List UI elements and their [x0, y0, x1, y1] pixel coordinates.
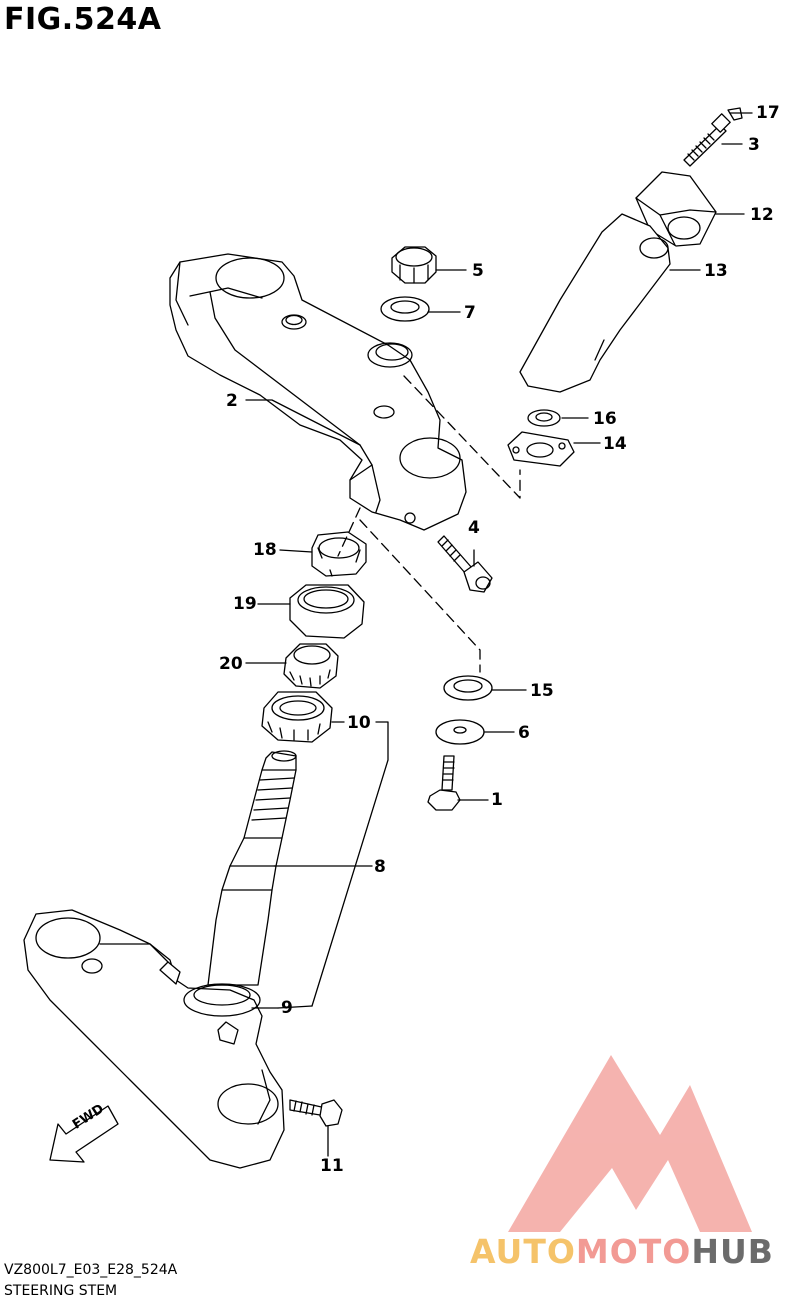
callout-17: 17 [756, 103, 780, 123]
callout-14: 14 [603, 434, 627, 454]
bearing-part-20 [283, 643, 339, 689]
clip-part-17 [727, 107, 743, 121]
callout-15: 15 [530, 681, 554, 701]
upper-bracket-part-2 [169, 253, 467, 531]
callout-4: 4 [468, 518, 480, 538]
callout-2: 2 [226, 391, 238, 411]
section-name: STEERING STEM [4, 1283, 118, 1299]
callout-19: 19 [233, 594, 257, 614]
washer-part-7 [380, 296, 430, 322]
callout-10: 10 [347, 713, 371, 733]
reference-lines [337, 375, 521, 673]
figure-title: FIG.524A [4, 2, 162, 37]
cover-part-13 [519, 213, 671, 393]
callout-20: 20 [219, 654, 243, 674]
lower-bracket [23, 909, 285, 1169]
seal-part-19 [289, 584, 365, 639]
callout-16: 16 [593, 409, 617, 429]
callout-3: 3 [748, 135, 760, 155]
bolt-part-4 [437, 535, 493, 593]
callout-13: 13 [704, 261, 728, 281]
callout-18: 18 [253, 540, 277, 560]
callout-12: 12 [750, 205, 774, 225]
handlebar-holder-part-12 [635, 171, 717, 247]
fwd-arrow [49, 1105, 119, 1163]
bolt-part-3 [683, 113, 731, 167]
watermark-text: AUTOMOTOHUB [470, 1232, 774, 1271]
washer-part-15 [443, 675, 493, 701]
bolt-part-1 [427, 755, 461, 811]
steering-stem-part-8 [207, 750, 297, 986]
callout-7: 7 [464, 303, 476, 323]
callout-9: 9 [281, 998, 293, 1018]
callout-1: 1 [491, 790, 503, 810]
leader-lines [245, 112, 753, 1157]
bearing-part-10 [261, 691, 333, 743]
plate-part-14 [507, 431, 575, 467]
cap-nut-part-5 [391, 246, 437, 284]
washer-part-16 [527, 409, 561, 427]
callout-8: 8 [374, 857, 386, 877]
washer-part-6 [435, 719, 485, 745]
callout-5: 5 [472, 261, 484, 281]
bolt-part-11 [289, 1099, 343, 1127]
callout-6: 6 [518, 723, 530, 743]
watermark-logo [508, 1055, 752, 1232]
callout-11: 11 [320, 1156, 344, 1176]
model-code: VZ800L7_E03_E28_524A [4, 1262, 178, 1278]
